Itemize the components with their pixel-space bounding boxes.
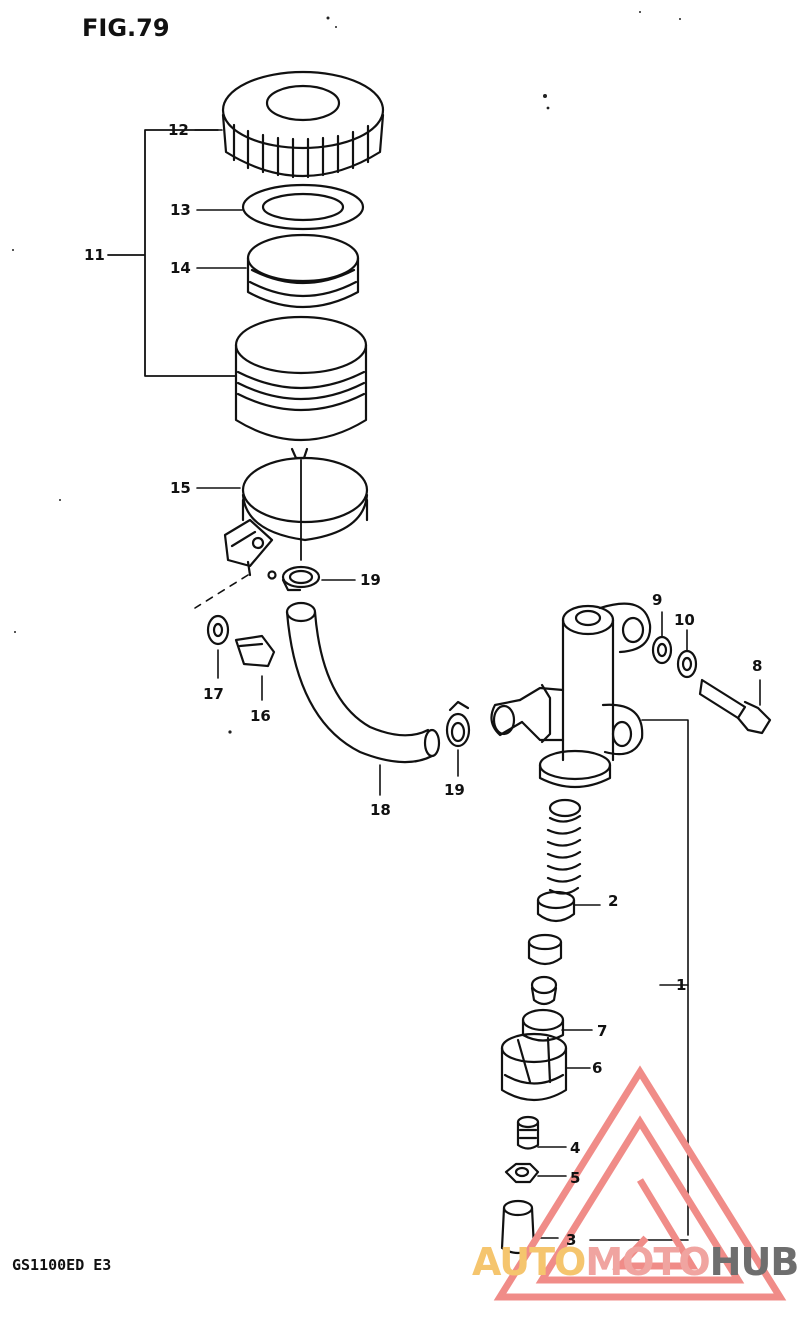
watermark-auto: AUTO [472, 1240, 586, 1284]
callout-10: 10 [674, 611, 695, 629]
callout-7: 7 [597, 1022, 608, 1040]
hose-clip-part-19-upper [267, 565, 356, 592]
reservoir-body [234, 315, 368, 460]
callout-14: 14 [170, 259, 191, 277]
reservoir-cap-part-12 [221, 70, 385, 179]
reservoir-hose-part-18 [285, 601, 441, 796]
boot-part-6 [500, 1032, 591, 1101]
figure-title: FIG.79 [82, 14, 170, 42]
lock-nut-part-5 [504, 1162, 567, 1184]
watermark-hub: HUB [709, 1240, 800, 1284]
master-cylinder-part-1 [490, 602, 689, 1236]
automotohub-logo [493, 1065, 787, 1301]
callout-4: 4 [570, 1139, 581, 1157]
model-code: GS1100ED E3 [12, 1256, 112, 1274]
washer-part-10 [676, 629, 698, 679]
callout-8: 8 [752, 657, 763, 675]
hose-clip-part-19-lower [445, 700, 471, 777]
callout-2: 2 [608, 892, 619, 910]
diaphragm-part-14 [246, 233, 360, 308]
circlip-part-7 [521, 1008, 593, 1042]
piston [527, 933, 563, 1006]
bolt-part-16 [234, 634, 276, 701]
group-bracket-11 [107, 129, 237, 377]
callout-13: 13 [170, 201, 191, 219]
washer-part-9 [651, 611, 673, 665]
callout-15: 15 [170, 479, 191, 497]
callout-18: 18 [370, 801, 391, 819]
callout-11: 11 [84, 246, 105, 264]
callout-5: 5 [570, 1169, 581, 1187]
callout-17: 17 [203, 685, 224, 703]
callout-6: 6 [592, 1059, 603, 1077]
diaphragm-plate-part-13 [241, 183, 365, 231]
callout-1: 1 [676, 976, 687, 994]
callout-3: 3 [566, 1231, 577, 1249]
washer-part-17 [206, 614, 230, 679]
logo-triangle [493, 1065, 787, 1301]
reservoir-clamp-part-15 [223, 456, 369, 577]
primary-cup-part-2 [536, 890, 601, 923]
callout-16: 16 [250, 707, 271, 725]
push-rod-part-4 [516, 1115, 567, 1150]
watermark-text: AUTOMOTOHUB [472, 1240, 800, 1284]
callout-19-upper: 19 [360, 571, 381, 589]
callout-12: 12 [168, 121, 189, 139]
watermark-moto: MOTO [585, 1240, 710, 1284]
callout-9: 9 [652, 591, 663, 609]
callout-19-lower: 19 [444, 781, 465, 799]
scan-noise [12, 11, 681, 734]
return-spring [546, 798, 582, 895]
bolt-part-8 [698, 678, 772, 735]
